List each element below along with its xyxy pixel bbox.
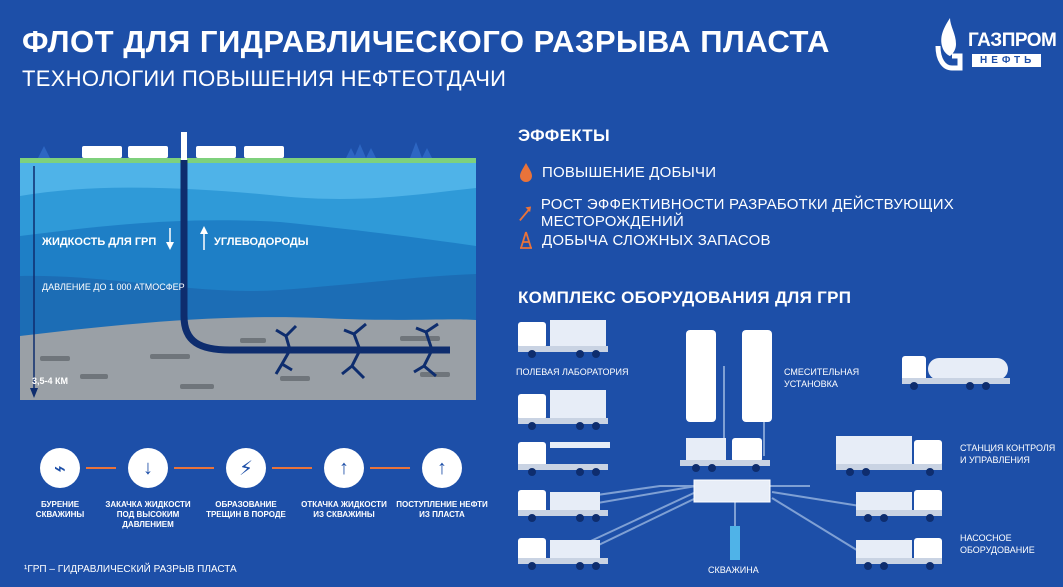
tree-icon bbox=[366, 148, 376, 158]
step-arrow bbox=[370, 467, 410, 469]
step-arrow bbox=[174, 467, 214, 469]
oil-inflow-icon: ↑ bbox=[422, 448, 462, 488]
page-subtitle: ТЕХНОЛОГИИ ПОВЫШЕНИЯ НЕФТЕОТДАЧИ bbox=[22, 66, 507, 91]
effect-item: ПОВЫШЕНИЕ ДОБЫЧИ bbox=[518, 162, 716, 182]
tree-icon bbox=[346, 148, 356, 158]
effect-item: РОСТ ЭФФЕКТИВНОСТИ РАЗРАБОТКИ ДЕЙСТВУЮЩИ… bbox=[518, 196, 1063, 230]
logo-text: ГАЗПРОМ bbox=[968, 30, 1057, 51]
step-arrow bbox=[272, 467, 312, 469]
tree-icon bbox=[422, 148, 432, 158]
arrow-up-icon: ↑ bbox=[324, 448, 364, 488]
effects-title: ЭФФЕКТЫ bbox=[518, 126, 610, 145]
field-lab-label: ПОЛЕВАЯ ЛАБОРАТОРИЯ bbox=[516, 367, 629, 377]
step-arrow bbox=[86, 467, 116, 469]
truck-icon bbox=[518, 390, 608, 430]
wellhead-icon bbox=[730, 526, 740, 560]
fluid-label: ЖИДКОСТЬ ДЛЯ ГРП bbox=[42, 236, 157, 248]
effect-item: ДОБЫЧА СЛОЖНЫХ ЗАПАСОВ bbox=[518, 230, 771, 250]
truck-icon bbox=[680, 438, 770, 472]
truck-icon bbox=[518, 538, 608, 570]
truck-icon bbox=[856, 490, 942, 522]
truck-icon bbox=[518, 320, 608, 358]
manifold bbox=[693, 479, 771, 503]
equipment-title: КОМПЛЕКС ОБОРУДОВАНИЯ ДЛЯ ГРП bbox=[518, 288, 852, 307]
growth-arrow-icon bbox=[519, 206, 532, 222]
truck-icon bbox=[836, 436, 942, 476]
crack-icon: ⚡ bbox=[226, 448, 266, 488]
logo-subtext: НЕФТЬ bbox=[972, 54, 1042, 67]
oil-drop-icon bbox=[520, 163, 532, 182]
well-label: СКВАЖИНА bbox=[708, 565, 759, 575]
arrow-down-icon: ↓ bbox=[128, 448, 168, 488]
hydrocarbons-label: УГЛЕВОДОРОДЫ bbox=[214, 236, 309, 248]
company-logo: ГАЗПРОМ НЕФТЬ bbox=[930, 16, 1057, 74]
geology-cross-section bbox=[20, 132, 476, 400]
flame-logo-icon bbox=[935, 18, 963, 71]
tree-icon bbox=[38, 146, 50, 158]
oil-rig-icon bbox=[520, 231, 532, 249]
depth-label: 3,5-4 КМ bbox=[32, 376, 69, 386]
truck-icon bbox=[518, 442, 610, 476]
mixing-unit bbox=[686, 330, 716, 422]
truck-icon bbox=[518, 490, 608, 522]
tree-icon bbox=[410, 142, 422, 158]
footnote: ¹ГРП – ГИДРАВЛИЧЕСКИЙ РАЗРЫВ ПЛАСТА bbox=[24, 564, 237, 575]
tanker-truck-icon bbox=[902, 356, 1010, 390]
equipment-diagram bbox=[518, 320, 1010, 570]
tree-icon bbox=[354, 144, 366, 158]
drill-icon: ⌁ bbox=[40, 448, 80, 488]
truck-icon bbox=[856, 538, 942, 570]
mixing-unit bbox=[742, 330, 772, 422]
pressure-label: ДАВЛЕНИЕ ДО 1 000 АТМОСФЕР bbox=[42, 282, 185, 292]
page-title: ФЛОТ ДЛЯ ГИДРАВЛИЧЕСКОГО РАЗРЫВА ПЛАСТА bbox=[22, 24, 830, 59]
